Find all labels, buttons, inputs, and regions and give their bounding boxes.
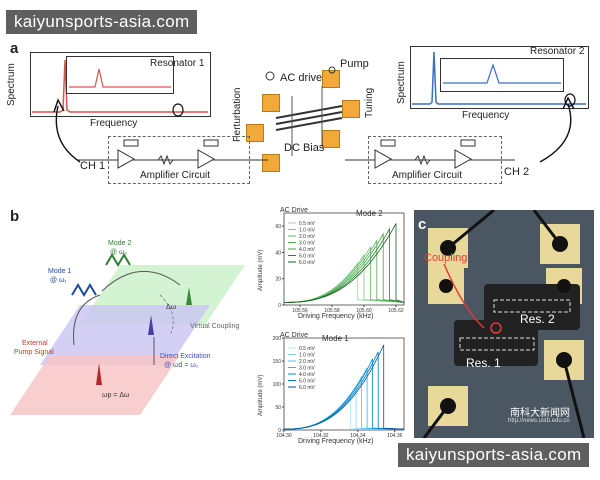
y-tick-label: 0 (278, 303, 281, 309)
x-tick-label: 104.32 (313, 433, 329, 439)
mode-diagram (10, 253, 245, 415)
legend-label: 6.0 mV (299, 385, 316, 391)
virtual-coupling-label: Virtual Coupling (190, 323, 240, 330)
panel-c-label: c (418, 216, 427, 233)
legend-label: 5.0 mV (299, 254, 316, 260)
y-tick-label: 150 (273, 359, 282, 365)
plot-frame (283, 212, 405, 306)
site-banner-top: kaiyunsports-asia.com (6, 10, 198, 34)
left-spectrum-ylabel: Spectrum (6, 63, 17, 106)
arrow-ch1 (53, 98, 81, 163)
left-inset-title: Resonator 1 (150, 58, 205, 69)
mode2-freq: @ ω₂ (110, 249, 128, 256)
legend-label: 2.0 mV (299, 359, 316, 365)
chart-mode2-svg: 105.56 105.58 105.60 105.62 0 20 40 60 0.5 mV1.0… (275, 212, 405, 314)
right-spectrum-xlabel: Frequency (462, 110, 510, 121)
pad-bottom-left (262, 154, 280, 172)
x-tick-label: 105.60 (356, 308, 372, 314)
chart-mode2-xlabel: Driving Frequency (kHz) (298, 313, 374, 320)
legend-label: 3.0 mV (299, 366, 316, 372)
tuning-label: Tuning (364, 87, 375, 118)
chart-mode1-xlabel: Driving Frequency (kHz) (298, 438, 374, 445)
chart-mode1-title: Mode 1 (322, 334, 349, 343)
mode2-label: Mode 2 (108, 240, 132, 247)
dc-bias-label: DC Bias (284, 142, 325, 154)
mode1-freq: @ ω₁ (50, 277, 67, 284)
legend-label: 4.0 mV (299, 372, 316, 378)
left-spectrum-xlabel: Frequency (90, 118, 138, 129)
ch1-label: CH 1 (80, 160, 106, 172)
pump-label: Pump (340, 58, 369, 70)
device-schematic (265, 66, 343, 156)
amp-right-label: Amplifier Circuit (392, 170, 463, 181)
left-inset (66, 56, 174, 94)
right-spectrum-ylabel: Spectrum (396, 61, 407, 104)
y-tick-label: 0 (278, 428, 281, 434)
chart-mode1-legend-title: AC Drive (280, 332, 309, 339)
chart-mode1-svg: 104.30 104.32 104.34 104.36 0 50 100 150 200 0.5 … (273, 336, 405, 439)
chart-mode1: 104.30 104.32 104.34 104.36 0 50 100 150 200 0.5 … (258, 330, 408, 448)
chart-mode2-title: Mode 2 (356, 209, 383, 218)
direct-excitation-label: Direct Excitation (160, 353, 211, 360)
pad-top-left (262, 94, 280, 112)
legend-label: 3.0 mV (299, 241, 316, 247)
y-tick-label: 60 (275, 224, 281, 230)
chart-mode1-ylabel: Amplitude (mV) (258, 374, 264, 416)
pad-top-right (322, 70, 340, 88)
delta-label: Δω (166, 304, 177, 311)
pump-signal-label: Pump Signal (14, 349, 54, 356)
y-tick-label: 50 (275, 405, 281, 411)
y-tick-label: 20 (275, 277, 281, 283)
y-tick-label: 100 (273, 382, 282, 388)
res2-label: Res. 2 (520, 312, 555, 326)
mode1-label: Mode 1 (48, 268, 72, 275)
x-tick-label: 104.36 (387, 433, 403, 439)
right-inset (440, 58, 564, 92)
ch2-label: CH 2 (504, 166, 530, 178)
perturbation-label: Perturbation (232, 87, 243, 142)
x-tick-label: 104.30 (276, 433, 292, 439)
arrow-ch2 (539, 96, 575, 163)
y-tick-label: 200 (273, 336, 282, 342)
micrograph (414, 210, 594, 438)
x-tick-label: 105.58 (324, 308, 340, 314)
res1-label: Res. 1 (466, 356, 501, 370)
amp-circuit-left-schematic (78, 139, 268, 169)
wp-label: ωp = Δω (102, 392, 130, 399)
series-line (284, 223, 405, 303)
legend-label: 0.5 mV (299, 221, 316, 227)
legend-label: 1.0 mV (299, 353, 316, 359)
watermark-url: http://news.ustb.edu.cn (508, 418, 570, 424)
y-tick-label: 40 (275, 250, 281, 256)
legend-label: 5.0 mV (299, 379, 316, 385)
external-label: External (22, 340, 48, 347)
panel-b-label: b (10, 208, 20, 225)
amp-left-label: Amplifier Circuit (140, 170, 211, 181)
legend-label: 4.0 mV (299, 247, 316, 253)
series-line (284, 344, 405, 430)
ac-drive-label: AC drive (280, 72, 323, 84)
x-tick-label: 105.56 (292, 308, 308, 314)
chart-mode2-legend-title: AC Drive (280, 207, 309, 214)
micrograph-svg (414, 210, 594, 438)
right-inset-title: Resonator 2 (530, 46, 585, 57)
chart-mode2-ylabel: Amplitude (mV) (258, 249, 264, 291)
panel-a-label: a (10, 40, 19, 57)
legend-label: 1.0 mV (299, 228, 316, 234)
watermark-text: 南科大新闻网 (510, 408, 570, 419)
pad-right (342, 100, 360, 118)
x-tick-label: 105.62 (388, 308, 404, 314)
legend-label: 2.0 mV (299, 234, 316, 240)
pad-left (246, 124, 264, 142)
legend-label: 6.0 mV (299, 260, 316, 266)
coupling-label: Coupling (424, 252, 468, 264)
amp-circuit-right-schematic (345, 139, 515, 169)
x-tick-label: 104.34 (350, 433, 366, 439)
legend-label: 0.5 mV (299, 346, 316, 352)
direct-freq-label: @ ωd = ω₁ (164, 362, 199, 369)
site-banner-bottom: kaiyunsports-asia.com (398, 443, 590, 467)
